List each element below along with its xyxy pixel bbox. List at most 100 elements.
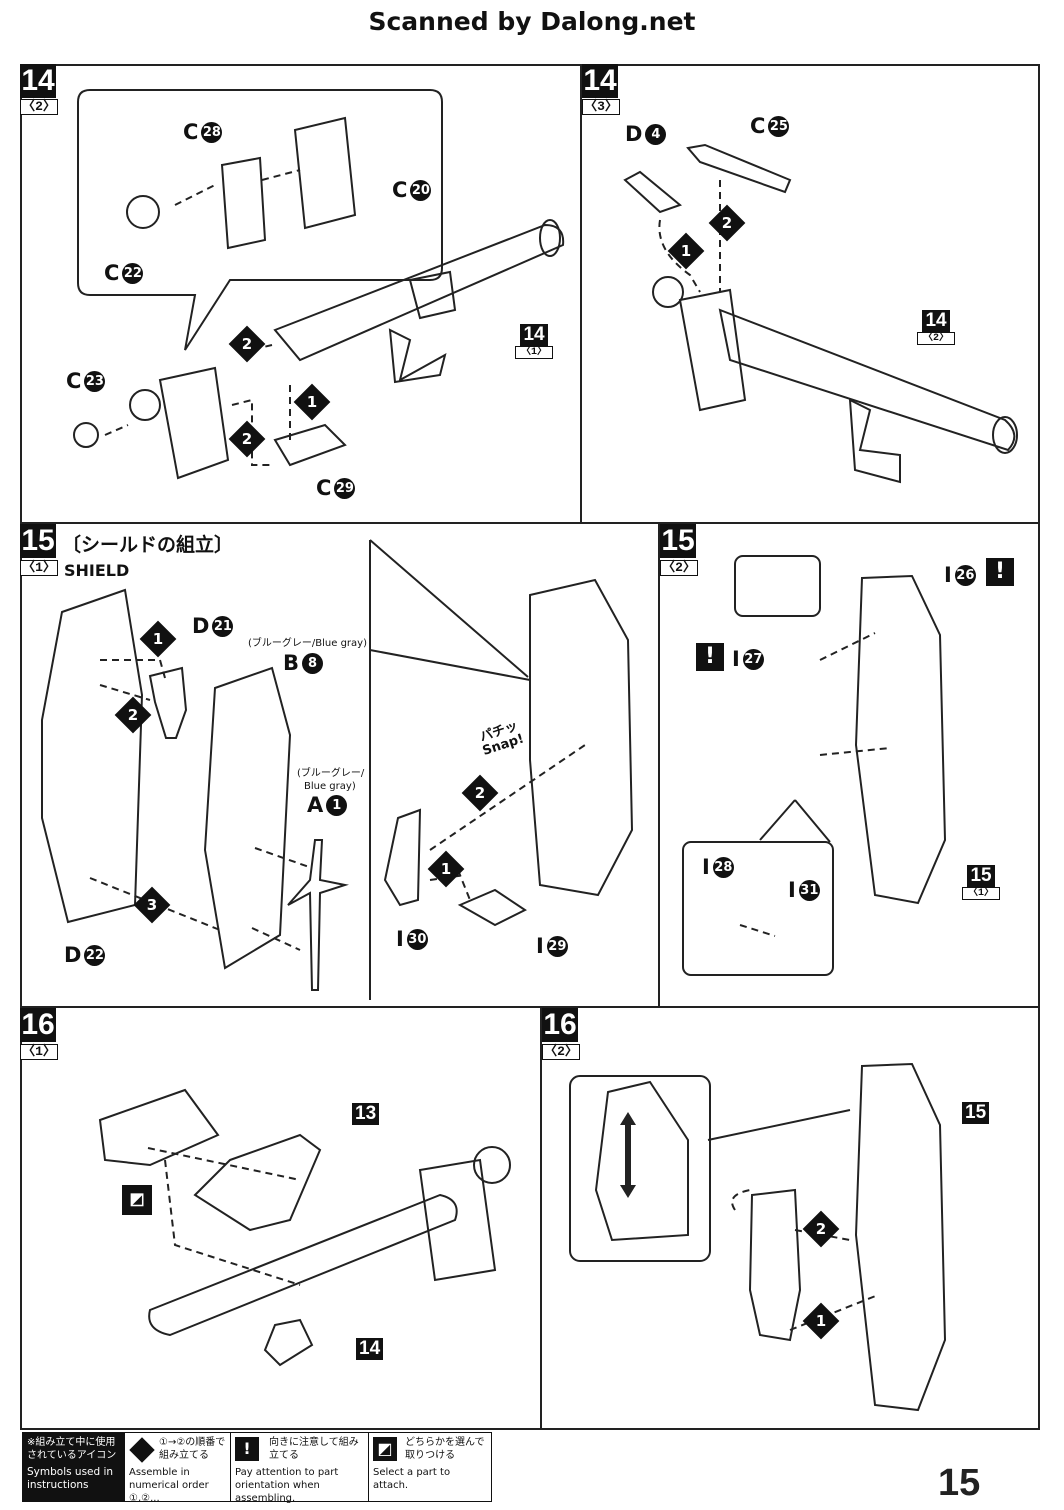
page-number: 15 [938,1462,981,1504]
order-marker-1: 1 [802,1302,840,1340]
bazooka-rear-3 [418,1158,497,1282]
callout-bubble [77,89,443,351]
step-15-sub-2: 〈2〉 [660,560,698,576]
order-marker-1: 1 [667,232,705,270]
step-14-number: 14 [20,64,56,98]
bazooka-barrel [273,223,565,362]
c29-bracket [273,423,347,467]
section-title-jp: 〔シールドの組立〕 [62,534,234,556]
scanned-by-text: Scanned by Dalong.net [368,7,696,36]
step-16-sub-2: 〈2〉 [542,1044,580,1060]
bazooka-grip-2 [848,398,901,484]
d21-tab [148,666,188,739]
bazooka-rear-block [158,366,230,480]
bazooka-barrel-2 [718,308,1016,452]
bazooka-barrel-3 [148,1193,458,1337]
i27-zoom-box [734,555,821,617]
order-marker-2: 2 [228,420,266,458]
step-14-sub-3: 〈3〉 [582,99,620,115]
step-15-number: 15 [20,524,56,558]
part-reference-14: 14 [356,1338,384,1360]
scan-header: Scanned by Dalong.net [0,0,1064,44]
order-diamond-icon [129,1437,155,1463]
order-marker-1: 1 [427,850,465,888]
color-note-b8: (ブルーグレー/Blue gray) [248,638,367,649]
step-reference-14-1: 14〈1〉 [515,324,554,359]
order-marker-3: 3 [133,886,171,924]
i28-i31-zoom-box [682,841,834,976]
order-marker-2: 2 [708,204,746,242]
bazooka-grip-3 [263,1318,314,1367]
shield-back-3 [854,1062,947,1412]
callout-lines [369,539,531,1000]
step-14-sub-2: 〈2〉 [20,99,58,115]
caution-icon: ! [986,558,1014,586]
bazooka-sight [408,270,457,320]
legend-choice: ◩ どちらかを選んで取りつける Select a part to attach. [373,1437,485,1491]
step-reference-14-2: 14〈2〉 [917,310,956,345]
hand-arm [98,1088,220,1167]
i30-grip [383,808,422,907]
shield-back-2 [854,574,947,905]
zoom-box-16-2 [569,1075,711,1262]
choice-icon: ◩ [373,1437,397,1461]
bazooka-rear-2 [678,288,747,412]
c22-cap [126,195,160,229]
order-marker-2: 2 [802,1210,840,1248]
order-marker-1: 1 [139,620,177,658]
c20-housing [293,116,357,230]
forearm-16-2 [748,1188,802,1342]
step-16-sub-1: 〈1〉 [20,1044,58,1060]
color-note-a1-line1: (ブルーグレー/ [297,768,365,779]
order-marker-1: 1 [293,383,331,421]
order-marker-2: 2 [228,325,266,363]
step-reference-15-1: 15〈1〉 [962,865,1001,900]
legend-caution: ! 向きに注意して組み立てる Pay attention to part ori… [231,1433,369,1504]
shield-inner-zoom [594,1080,689,1242]
shield-cross-a1 [287,839,349,991]
rear-cap [129,389,161,421]
c28-block [220,156,267,250]
caution-icon: ! [235,1437,259,1461]
c23-cap [73,422,99,448]
c25-rail [686,143,792,194]
part-reference-13: 13 [352,1103,380,1125]
order-marker-2: 2 [114,696,152,734]
caution-icon: ! [696,643,724,671]
legend-heading: ※組み立て中に使用されているアイコン Symbols used in instr… [23,1433,125,1501]
step-15-sub-1: 〈1〉 [20,560,58,576]
shield-body-d22 [41,588,144,924]
order-marker-2: 2 [461,774,499,812]
beam-rifle-13 [193,1133,322,1232]
step-16-number: 16 [542,1008,578,1042]
barrel-muzzle [539,219,561,257]
step-14-number: 14 [582,64,618,98]
i29-handle [457,888,527,927]
panel-16-2 [540,1006,1040,1430]
section-title-en: SHIELD [64,561,130,580]
color-note-a1-line2: Blue gray) [304,781,356,792]
part-reference-15: 15 [962,1102,990,1124]
step-15-number: 15 [660,524,696,558]
bazooka-grip [388,328,447,384]
shield-face-b8 [203,666,292,970]
step-16-number: 16 [20,1008,56,1042]
shield-back [529,578,634,897]
